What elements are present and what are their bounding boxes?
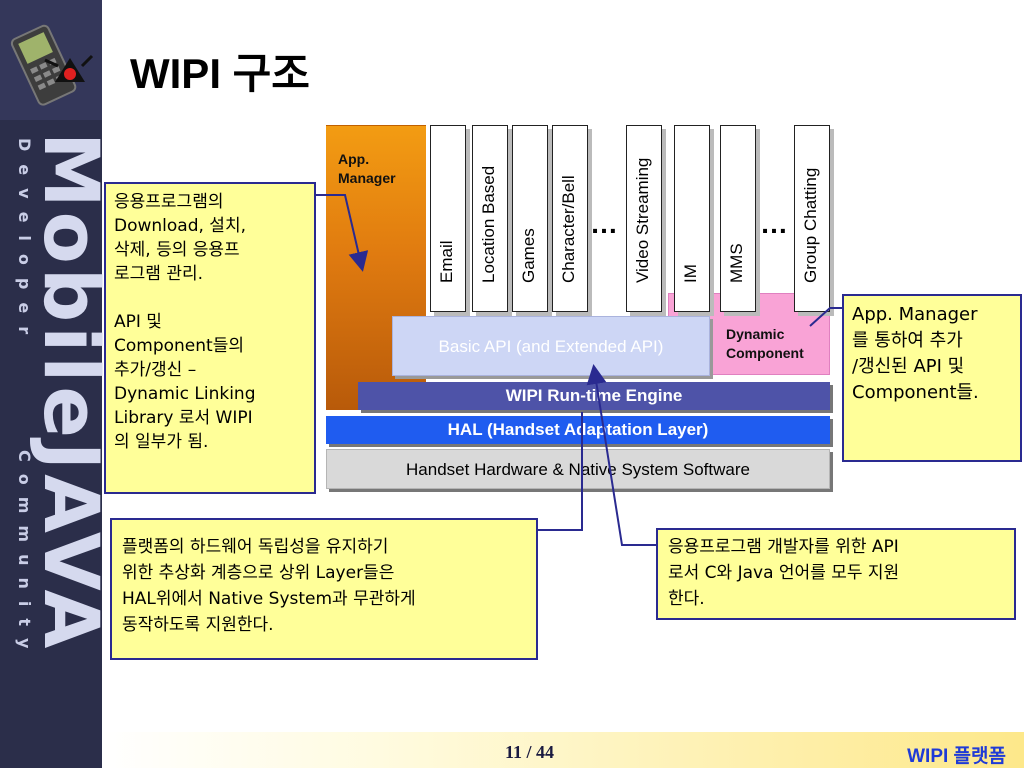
callout-app-manager-desc: 응용프로그램의 Download, 설치, 삭제, 등의 응용프 로그램 관리.… [104,182,316,494]
app-column-mms: MMS [720,125,756,312]
app-column-character-bell: Character/Bell [552,125,588,312]
callout-dynamic-component-desc: App. Manager 를 통하여 추가 /갱신된 API 및 Compone… [842,294,1022,462]
duke-mascot-icon [0,0,102,120]
app-column-group-chatting: Group Chatting [794,125,830,312]
ellipsis-left: … [590,208,618,239]
app-manager-label: App. Manager [338,151,396,186]
ellipsis-right: … [760,208,788,239]
sidebar-community-text: Community [15,450,34,661]
java-duke-logo [0,0,102,120]
sidebar-brand-text: MobileJAVA [27,132,116,653]
dynamic-component-label: Dynamic Component [726,326,804,361]
app-column-im: IM [674,125,710,312]
app-column-email: Email [430,125,466,312]
app-column-games: Games [512,125,548,312]
callout-api-desc: 응용프로그램 개발자를 위한 API 로서 C와 Java 언어를 모두 지원 … [656,528,1016,620]
basic-api-layer: Basic API (and Extended API) [392,316,710,376]
footer-bar [102,732,1024,768]
footer-title: WIPI 플랫폼 [907,746,1006,767]
app-column-location-based: Location Based [472,125,508,312]
page-title: WIPI 구조 [130,50,310,97]
app-column-video-streaming: Video Streaming [626,125,662,312]
runtime-engine-layer: WIPI Run-time Engine [358,382,830,410]
callout-hal-desc: 플랫폼의 하드웨어 독립성을 유지하기 위한 추상화 계층으로 상위 Layer… [110,518,538,660]
hardware-layer: Handset Hardware & Native System Softwar… [326,449,830,489]
sidebar: Developer MobileJAVA Community [0,0,116,768]
page-number: 11 / 44 [505,742,555,762]
hal-layer: HAL (Handset Adaptation Layer) [326,416,830,444]
